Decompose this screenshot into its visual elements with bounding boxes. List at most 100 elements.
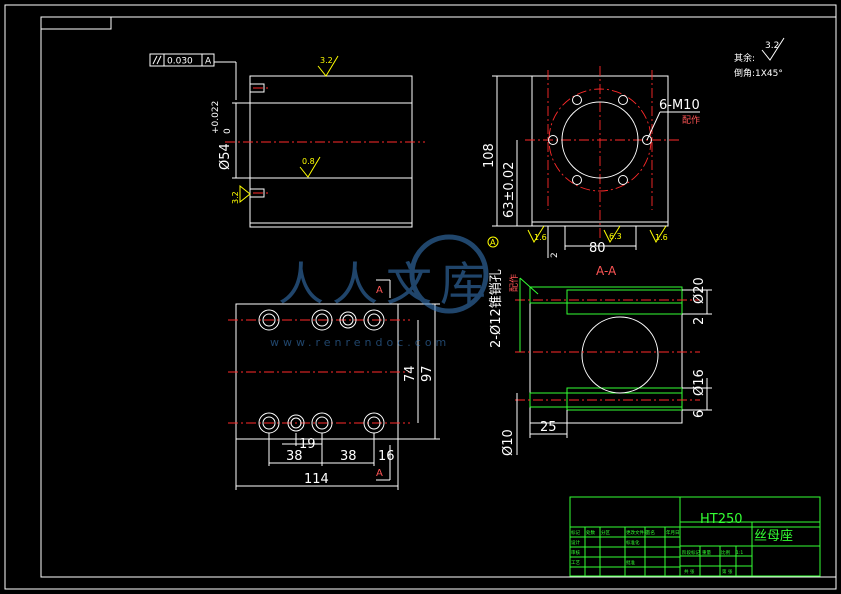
m10-hole (618, 95, 628, 105)
tb-cell: 第 张 (722, 568, 733, 575)
counterbore-hole (311, 309, 333, 331)
pin-hole-callout: 2-Ø12锥销孔 (489, 269, 504, 348)
title-block: HT250 丝母座 1:1 标记 处数 分区 更改文件号 签名 年月日 设计 标… (569, 496, 821, 577)
dim-63: 63±0.02 (502, 162, 517, 218)
counterbore-hole (363, 309, 385, 331)
roughness-mid: 0.8 (302, 157, 315, 166)
counterbore-hole-inner (315, 416, 329, 430)
hole-note: 配作 (682, 114, 700, 126)
dim-2-top: 2 (692, 317, 707, 325)
fcf-tolerance: 0.030 (167, 57, 193, 67)
section-bore-top (566, 289, 683, 315)
m10-hole (548, 135, 558, 145)
section-title: A-A (596, 264, 617, 278)
tb-cell: 比例 (721, 549, 730, 556)
roughness-1: 1.6 (534, 233, 547, 242)
section-mark-bottom: A (376, 468, 383, 479)
part-name: 丝母座 (754, 529, 793, 544)
side-hole (249, 83, 265, 93)
frame-code-box (40, 16, 112, 30)
dim-diameter-tol-upper: +0.022 (211, 101, 221, 134)
watermark: 人人文库 www.renrendoc.com (270, 234, 494, 349)
leader-line (519, 277, 539, 295)
dim-74: 74 (403, 365, 418, 382)
counterbore-hole (258, 309, 280, 331)
dim-97: 97 (420, 365, 435, 382)
pin-hole-inner (290, 417, 302, 429)
m10-hole (642, 135, 652, 145)
side-view-outline (249, 75, 413, 228)
dim-108: 108 (482, 143, 497, 168)
m10-hole (572, 175, 582, 185)
datum-symbol (487, 236, 499, 248)
roughness-symbol (649, 225, 667, 244)
roughness-top: 3.2 (320, 56, 333, 65)
dim-d10: Ø10 (501, 429, 516, 456)
datum-letter: A (490, 238, 496, 247)
roughness-symbol (239, 184, 251, 204)
top-view: A A 74 97 19 38 38 16 114 (228, 279, 440, 490)
side-hole (249, 188, 265, 198)
roughness-symbol (603, 225, 621, 244)
front-view: 108 63±0.02 80 2 6-M10 配作 A 1.6 6.3 1.6 (482, 66, 700, 258)
side-view: Ø54 +0.022 0 0.030 A 3.2 0.8 3.2 (149, 53, 425, 228)
counterbore-hole-inner (315, 313, 329, 327)
section-bore-bottom (566, 387, 683, 411)
bore-circle (561, 101, 639, 179)
pin-hole-note: 配作 (508, 274, 520, 292)
parallelism-symbol (152, 55, 158, 65)
dim-25: 25 (540, 420, 557, 435)
tb-cell: 处数 (586, 529, 595, 536)
dim-d16: Ø16 (692, 369, 707, 396)
roughness-3: 1.6 (655, 233, 668, 242)
counterbore-hole-inner (262, 313, 276, 327)
dim-2: 2 (550, 252, 560, 258)
dim-38b: 38 (340, 449, 357, 464)
tb-cell: 重量 (702, 549, 711, 556)
section-hatch-strip (529, 286, 683, 304)
tb-cell: 审核 (571, 549, 580, 556)
roughness-symbol (317, 55, 339, 77)
dim-diameter-label: Ø54 (218, 143, 233, 170)
hole-callout: 6-M10 (659, 98, 700, 113)
dim-38a: 38 (286, 449, 303, 464)
tb-cell: 工艺 (571, 560, 580, 566)
section-mark-top: A (376, 285, 383, 296)
dim-d20: Ø20 (692, 277, 707, 304)
frame-border (40, 16, 837, 578)
roughness-symbol (527, 225, 545, 244)
dim-80: 80 (589, 241, 606, 256)
dim-6: 6 (692, 410, 707, 418)
tb-cell: 阶段标记 (682, 549, 700, 556)
tb-cell: 签名 (646, 529, 655, 536)
m10-hole (618, 175, 628, 185)
tb-cell: 分区 (601, 529, 610, 536)
fcf-datum: A (205, 57, 212, 67)
tb-cell: 标记 (571, 529, 580, 536)
section-outline (529, 286, 683, 424)
chamfer-note: 倒角:1X45° (734, 67, 783, 79)
tb-cell: 年月日 (666, 529, 680, 536)
scale: 1:1 (736, 550, 743, 556)
dim-19: 19 (299, 437, 316, 452)
top-view-outline (235, 303, 399, 440)
watermark-text: 人人文库 (278, 257, 494, 311)
dim-diameter-tol-lower: 0 (223, 128, 233, 134)
general-notes: 其余: 3.2 倒角:1X45° (734, 37, 785, 79)
pin-hole-inner (342, 314, 354, 326)
tb-cell: 设计 (571, 539, 580, 546)
counterbore-hole-inner (367, 313, 381, 327)
surface-note-label: 其余: (734, 52, 755, 64)
pin-hole (287, 414, 305, 432)
parallelism-symbol (156, 55, 162, 65)
tb-cell: 更改文件号 (626, 529, 649, 536)
watermark-url: www.renrendoc.com (270, 336, 450, 349)
pin-hole (339, 311, 357, 329)
leader-line (646, 111, 661, 141)
roughness-symbol (299, 156, 321, 178)
material: HT250 (700, 512, 743, 527)
watermark-ring (409, 234, 489, 314)
tb-cell: 批准 (626, 559, 635, 566)
roughness-2: 6.3 (609, 232, 622, 241)
roughness-symbol (761, 37, 785, 61)
